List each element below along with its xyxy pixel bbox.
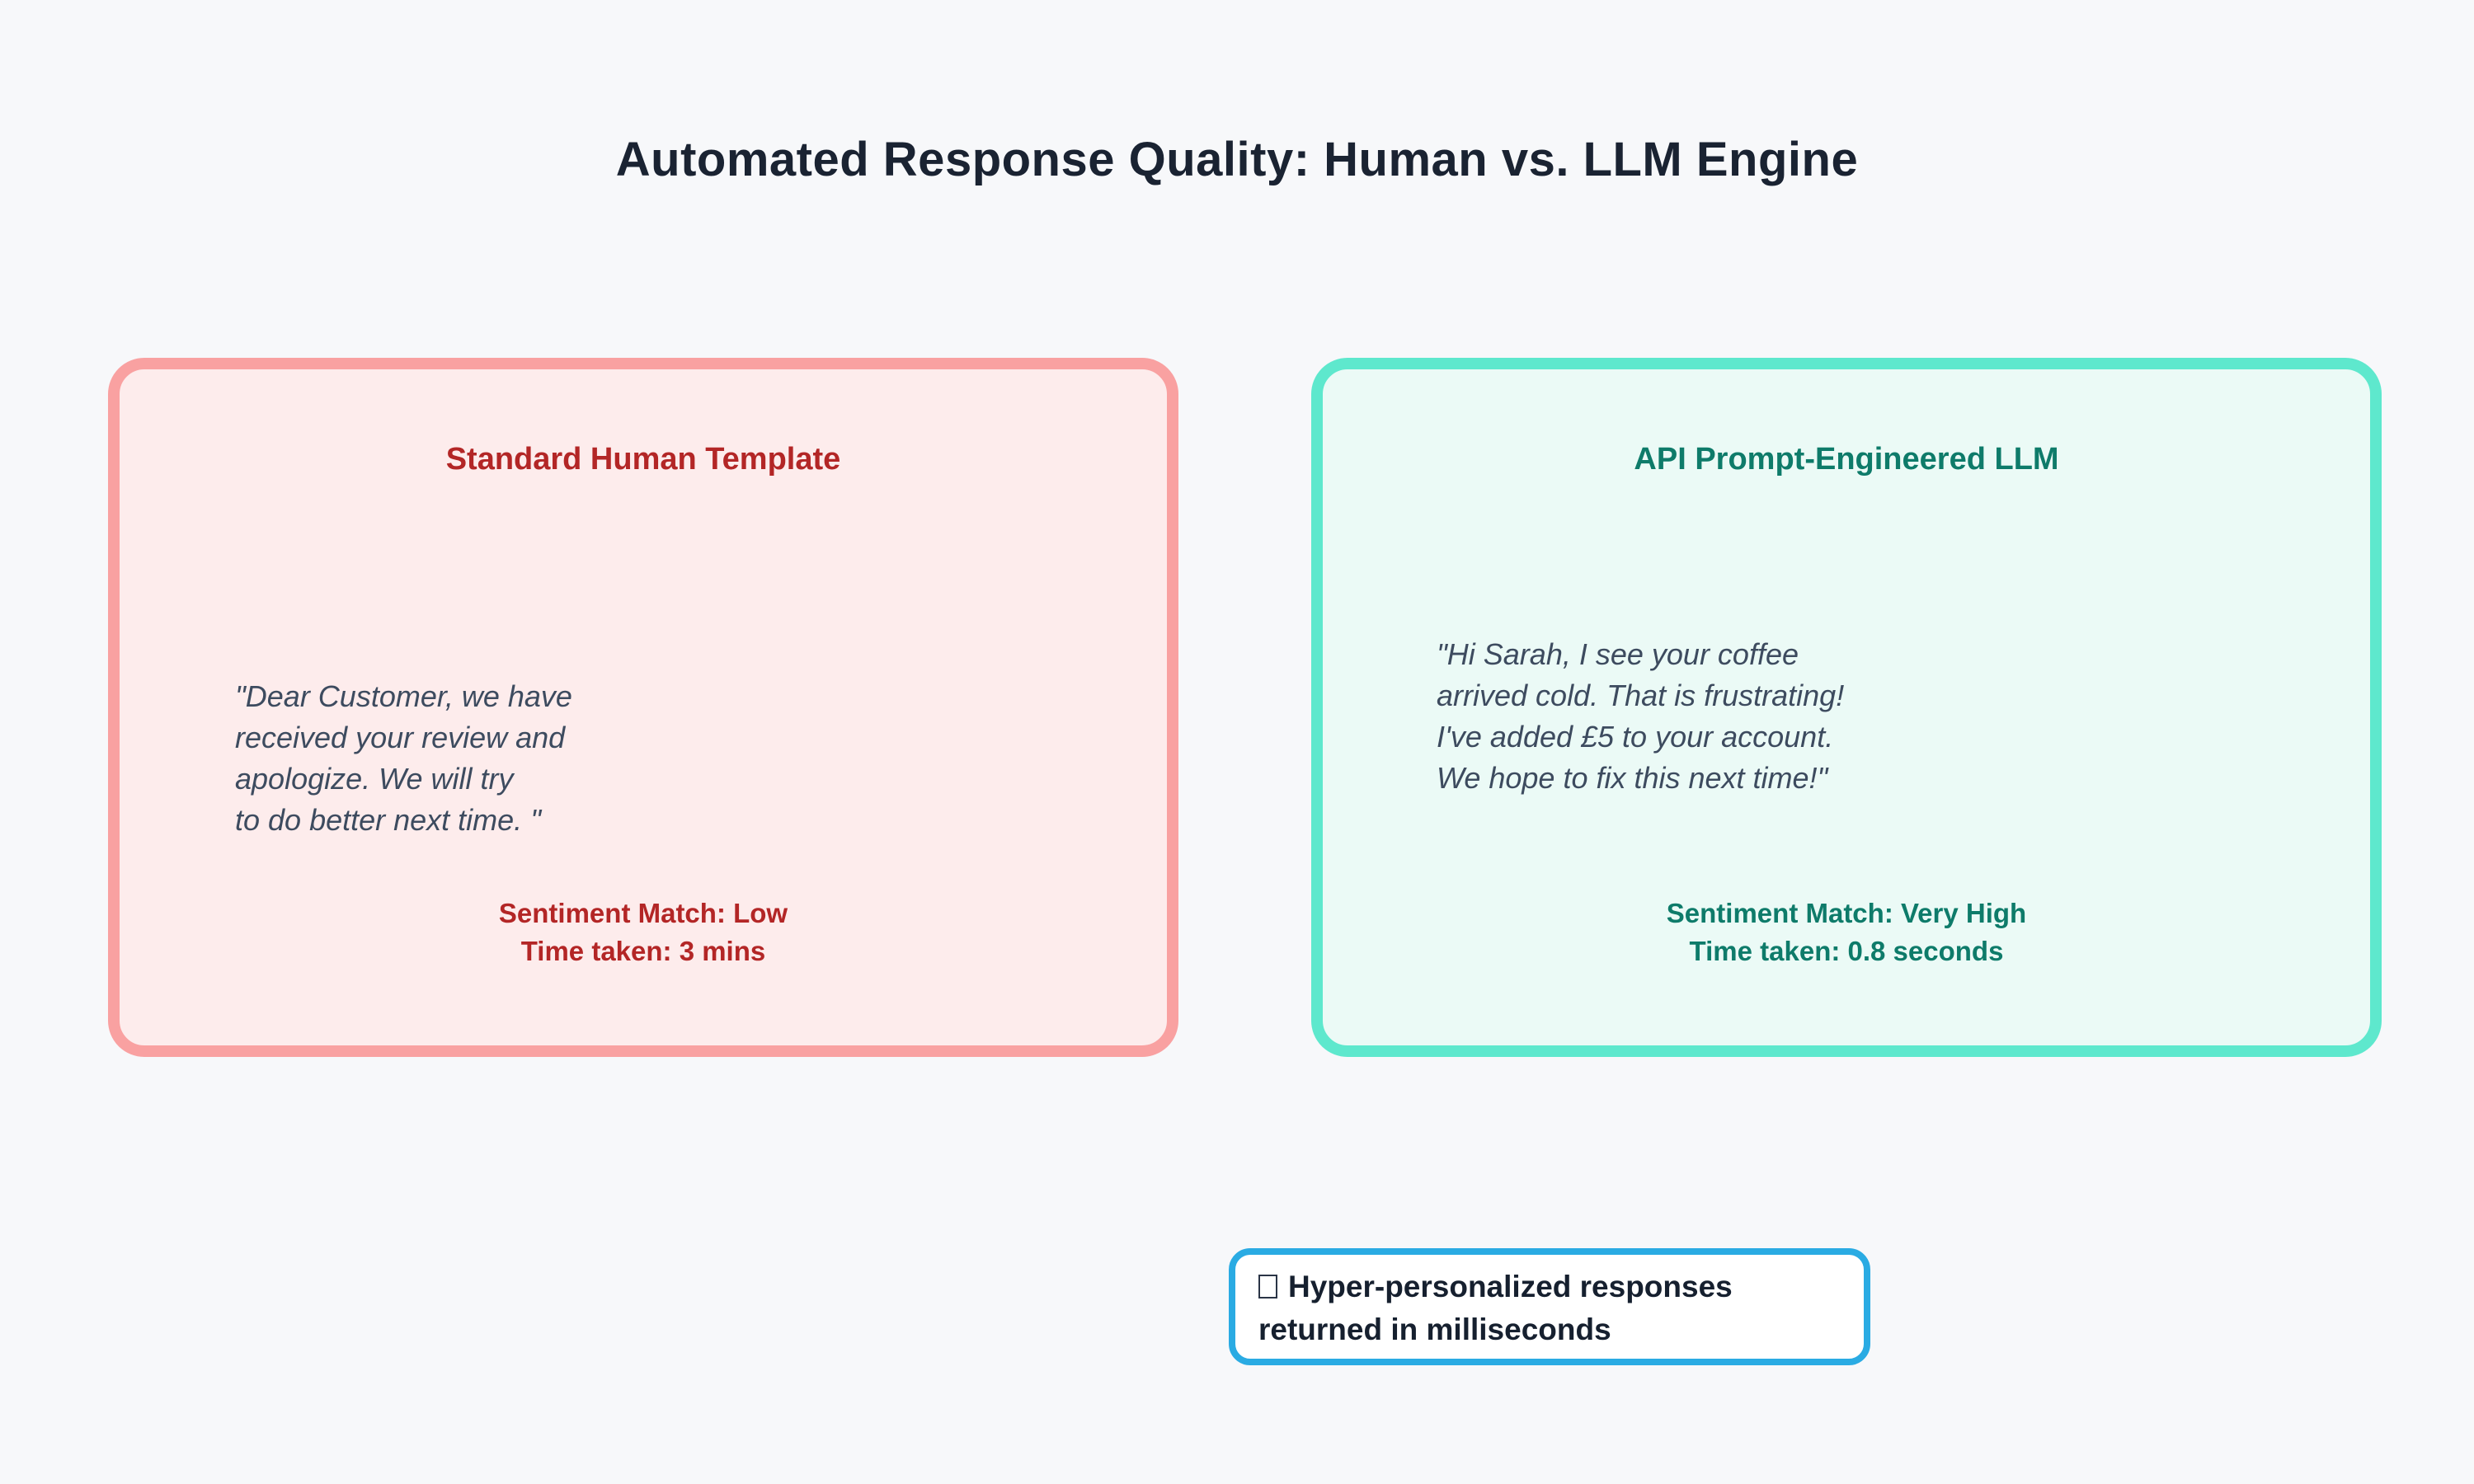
human-sentiment-line: Sentiment Match: Low — [498, 898, 788, 928]
human-template-card: Standard Human Template "Dear Customer, … — [108, 358, 1178, 1057]
llm-sentiment-line: Sentiment Match: Very High — [1666, 898, 2027, 928]
llm-engine-card: API Prompt-Engineered LLM "Hi Sarah, I s… — [1311, 358, 2382, 1057]
human-time-line: Time taken: 3 mins — [520, 936, 766, 966]
llm-time-line: Time taken: 0.8 seconds — [1689, 936, 2004, 966]
page-title: Automated Response Quality: Human vs. LL… — [615, 133, 1859, 186]
llm-stats: Sentiment Match: Very High Time taken: 0… — [1323, 895, 2370, 970]
human-quote-text: "Dear Customer, we have received your re… — [235, 679, 572, 837]
callout-text: Hyper-personalized responses returned in… — [1258, 1270, 1733, 1346]
callout-banner: Hyper-personalized responses returned in… — [1229, 1248, 1870, 1365]
llm-card-title: API Prompt-Engineered LLM — [1634, 442, 2059, 477]
llm-quote-text: "Hi Sarah, I see your coffee arrived col… — [1437, 637, 1845, 795]
human-stats: Sentiment Match: Low Time taken: 3 mins — [120, 895, 1167, 970]
human-card-title: Standard Human Template — [445, 442, 841, 477]
missing-glyph-icon — [1258, 1275, 1277, 1298]
